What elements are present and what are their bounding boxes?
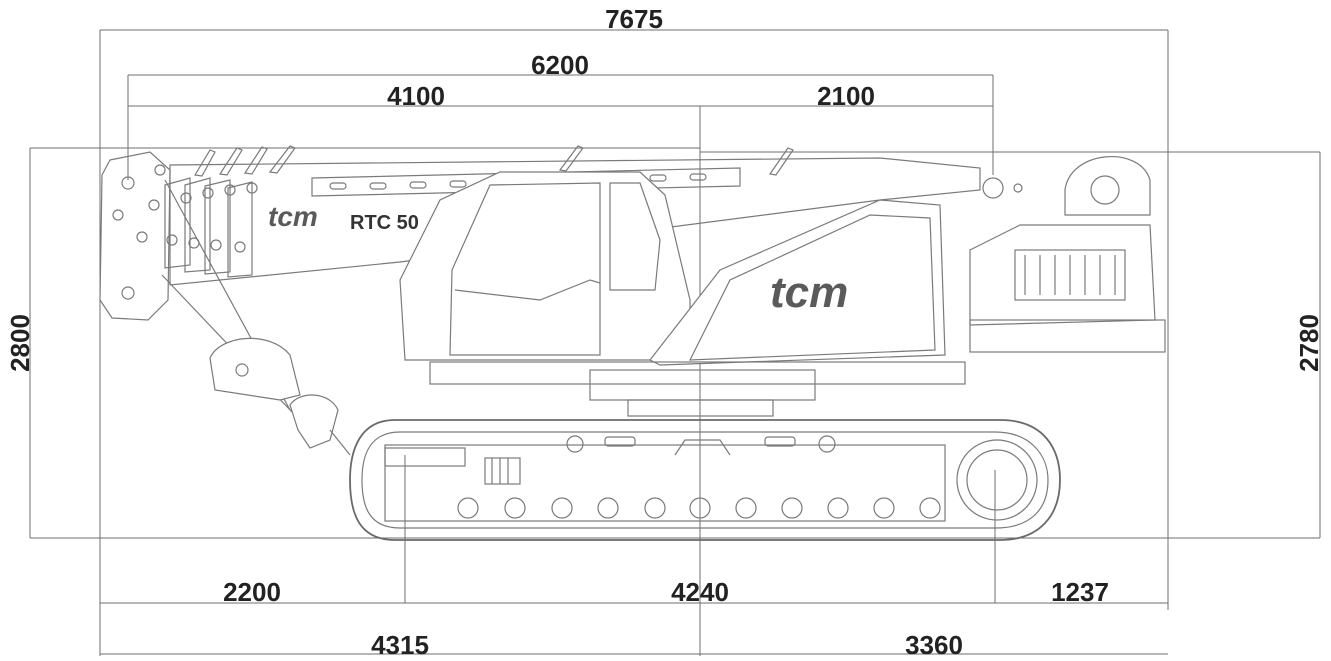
slewing-ring [589, 369, 816, 401]
top-roller [566, 435, 584, 453]
dim-right-height: 2780 [1294, 314, 1324, 372]
hook-block [209, 337, 301, 401]
dim-upper-length: 6200 [531, 50, 589, 80]
crawler-track [349, 419, 1061, 541]
boom [169, 157, 981, 286]
dim-left-height: 2800 [5, 314, 35, 372]
boom-brand-logo: tcm [268, 201, 318, 232]
idler-bracket [384, 447, 466, 467]
drive-sprocket [956, 439, 1038, 521]
dim-track-length: 4240 [671, 577, 729, 607]
engine-housing [969, 224, 1156, 326]
dim-overall-length: 7675 [605, 4, 663, 34]
slewing-base [429, 361, 966, 385]
crane-body: tcm RTC 50 tcm [99, 145, 1166, 541]
dim-bottom-right: 3360 [905, 630, 963, 656]
bottom-rollers [457, 497, 941, 519]
dim-right-segment: 2100 [817, 81, 875, 111]
dim-left-segment: 4100 [387, 81, 445, 111]
boom-head [99, 151, 171, 321]
radiator-grille [1014, 249, 1126, 301]
superstructure [649, 199, 946, 366]
dim-front-overhang: 2200 [223, 577, 281, 607]
hook [289, 394, 339, 449]
dim-bottom-left: 4315 [371, 630, 429, 656]
dim-rear-overhang: 1237 [1051, 577, 1109, 607]
winch-drum [1064, 156, 1151, 216]
dimension-lines [29, 29, 1321, 656]
model-label: RTC 50 [350, 212, 419, 234]
top-roller [818, 435, 836, 453]
track-frame [384, 444, 946, 522]
body-brand-logo: tcm [770, 268, 848, 317]
